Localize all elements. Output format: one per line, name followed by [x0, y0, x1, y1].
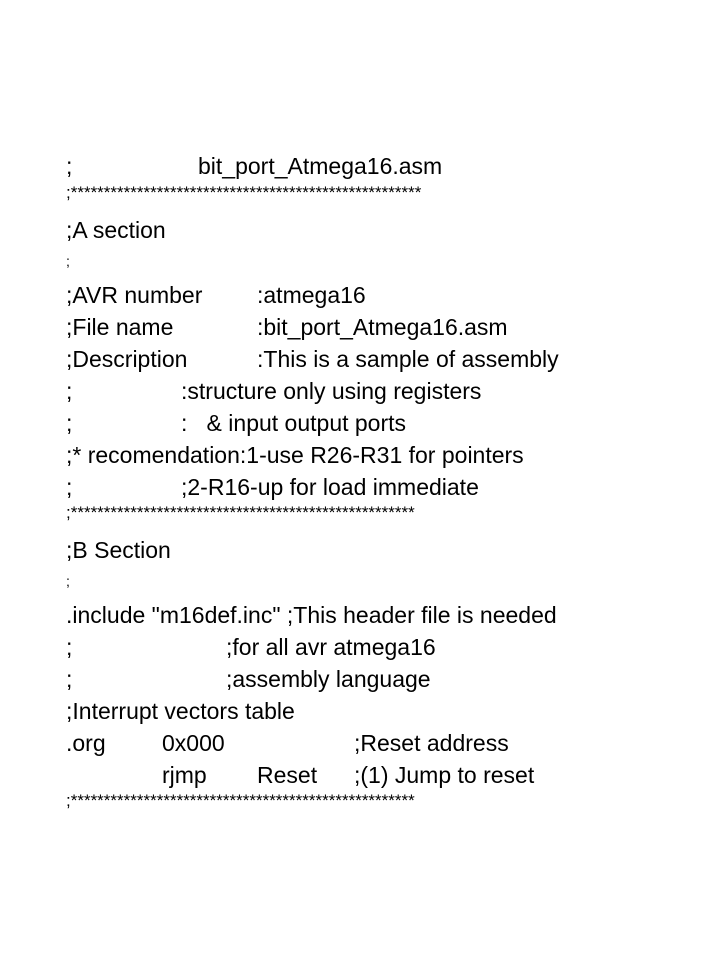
- rjmp-line: rjmp Reset ;(1) Jump to reset: [66, 761, 534, 789]
- interrupt-table-line: ;Interrupt vectors table: [66, 697, 295, 725]
- line-text: ;: [66, 410, 73, 436]
- stars-divider: ;***************************************…: [66, 791, 415, 810]
- description-line-3: ; : & input output ports: [66, 409, 406, 437]
- description-line-2: ; :structure only using registers: [66, 377, 481, 405]
- description-line: ;Description :This is a sample of assemb…: [66, 345, 559, 373]
- line-text: : & input output ports: [181, 410, 407, 436]
- line-text: ;Description: [66, 346, 188, 372]
- recommendation-line: ;* recomendation:1-use R26-R31 for point…: [66, 441, 524, 469]
- line-text: ;: [66, 153, 73, 179]
- include-line: .include "m16def.inc" ;This header file …: [66, 601, 557, 629]
- line-text: ;: [66, 378, 73, 404]
- line-text: ;Reset address: [354, 730, 509, 756]
- line-text: ;: [66, 666, 73, 692]
- avr-number-line: ;AVR number :atmega16: [66, 281, 366, 309]
- file-name-line: ;File name :bit_port_Atmega16.asm: [66, 313, 508, 341]
- line-text: bit_port_Atmega16.asm: [198, 153, 443, 179]
- line-text: ;: [66, 634, 73, 660]
- line-text: :atmega16: [257, 282, 366, 308]
- line-text: :This is a sample of assembly: [257, 346, 559, 372]
- include-comment-line-2: ; ;for all avr atmega16: [66, 633, 436, 661]
- line-text: ;: [66, 474, 73, 500]
- a-section-line: ;A section: [66, 216, 166, 244]
- line-text: ;Interrupt vectors table: [66, 698, 295, 724]
- semicolon-line: ;: [66, 253, 70, 269]
- semicolon-line: ;: [66, 573, 70, 589]
- line-text: ;A section: [66, 217, 166, 243]
- line-text: rjmp: [162, 762, 207, 788]
- line-text: ;File name: [66, 314, 174, 340]
- org-line: .org 0x000 ;Reset address: [66, 729, 509, 757]
- stars-divider: ;***************************************…: [66, 503, 415, 522]
- line-text: .org: [66, 730, 106, 756]
- line-text: :structure only using registers: [181, 378, 482, 404]
- line-text: ;(1) Jump to reset: [354, 762, 535, 788]
- line-text: Reset: [257, 762, 318, 788]
- line-text: :bit_port_Atmega16.asm: [257, 314, 508, 340]
- line-text: ;AVR number: [66, 282, 203, 308]
- recommendation-line-2: ; ;2-R16-up for load immediate: [66, 473, 479, 501]
- stars-divider: ;***************************************…: [66, 183, 422, 202]
- line-text: .include "m16def.inc" ;This header file …: [66, 602, 557, 628]
- line-text: ;for all avr atmega16: [226, 634, 436, 660]
- b-section-line: ;B Section: [66, 536, 171, 564]
- line-text: 0x000: [162, 730, 225, 756]
- line-text: ;assembly language: [226, 666, 431, 692]
- title-line: ; bit_port_Atmega16.asm: [66, 152, 442, 180]
- include-comment-line-3: ; ;assembly language: [66, 665, 431, 693]
- line-text: ;* recomendation:1-use R26-R31 for point…: [66, 442, 524, 468]
- line-text: ;B Section: [66, 537, 171, 563]
- line-text: ;2-R16-up for load immediate: [181, 474, 479, 500]
